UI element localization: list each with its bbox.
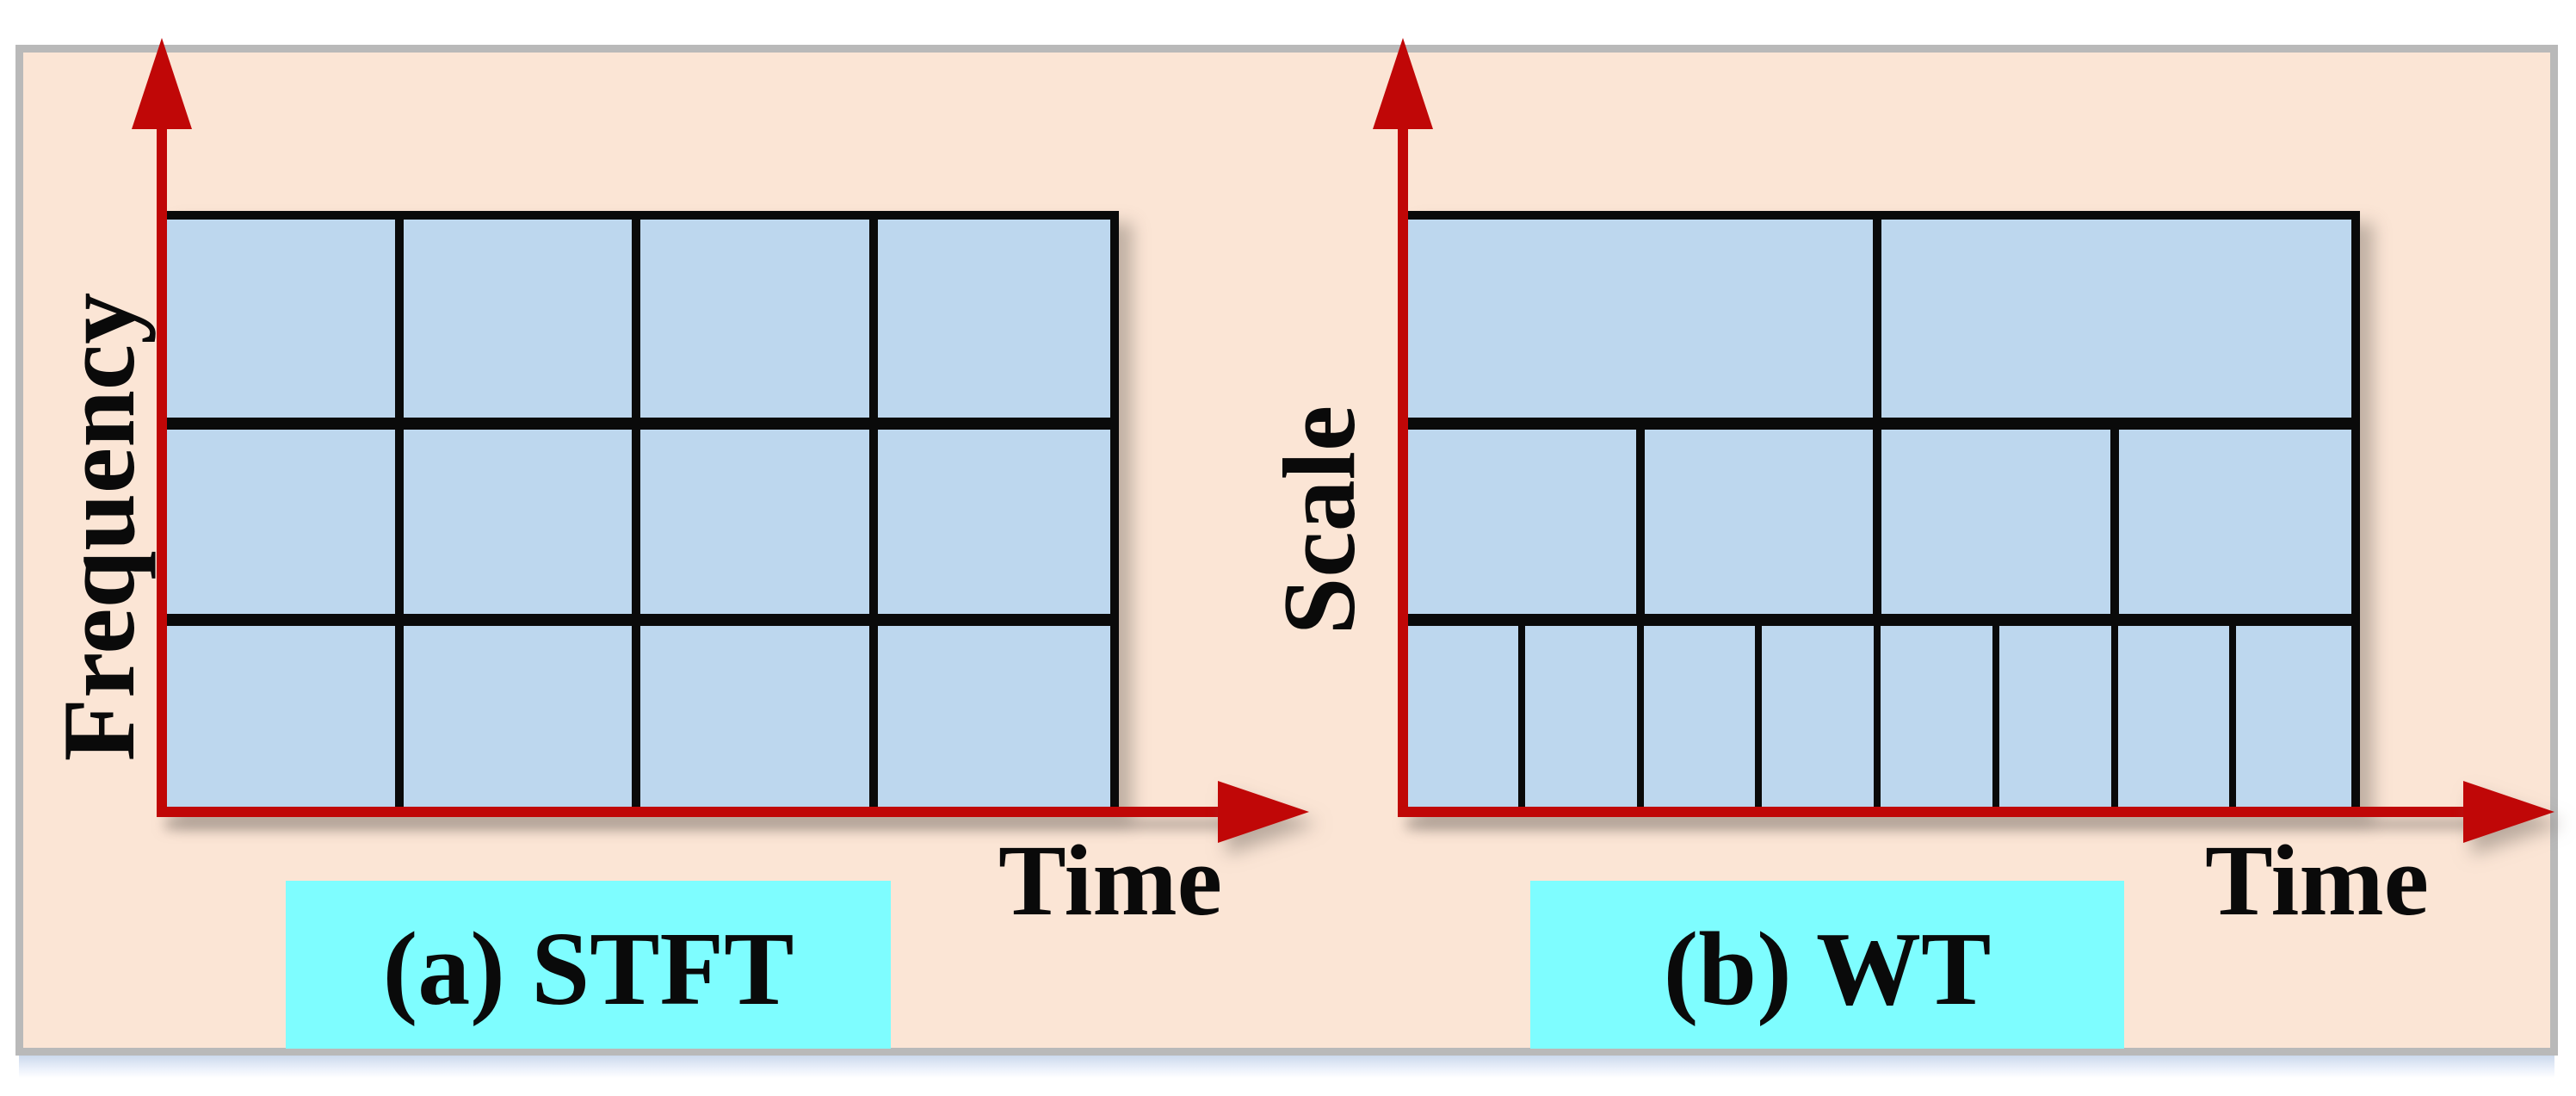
grid-line-vertical	[394, 620, 404, 812]
grid-line-vertical	[632, 424, 640, 621]
grid-line-vertical	[394, 424, 404, 621]
wt-x-axis-arrowhead-icon	[2463, 781, 2554, 843]
frame-reflection	[19, 1056, 2554, 1078]
grid-line-vertical	[1992, 620, 1999, 812]
grid-line-vertical	[868, 424, 878, 621]
grid-line-vertical	[1636, 620, 1644, 812]
grid-line-vertical	[2229, 620, 2237, 812]
stft-caption-text: (a) STFT	[382, 910, 794, 1027]
grid-line-vertical	[868, 620, 878, 812]
grid-line-vertical	[2110, 620, 2118, 812]
stft-y-axis-arrowhead-icon	[132, 38, 192, 129]
grid-line-vertical	[868, 220, 878, 424]
grid-line-horizontal	[162, 614, 1110, 627]
grid-line-horizontal	[162, 418, 1110, 430]
stft-x-axis-arrowhead-icon	[1218, 781, 1309, 843]
grid-line-horizontal	[1403, 614, 2351, 627]
stft-y-axis-line	[157, 86, 167, 817]
grid-line-vertical	[1635, 424, 1645, 621]
grid-line-vertical	[394, 220, 404, 424]
grid-line-vertical	[1873, 424, 1881, 621]
grid-line-vertical	[2110, 424, 2119, 621]
wt-caption-text: (b) WT	[1663, 910, 1992, 1027]
grid-line-vertical	[1755, 620, 1763, 812]
wt-y-axis-line	[1398, 86, 1408, 817]
stft-x-axis-line	[157, 807, 1218, 817]
grid-line-vertical	[1517, 620, 1525, 812]
grid-line-vertical	[1873, 220, 1881, 424]
stft-tiling-grid	[162, 211, 1119, 812]
grid-line-horizontal	[1403, 418, 2351, 430]
wt-caption: (b) WT	[1530, 881, 2124, 1049]
stft-y-axis-label: Frequency	[41, 292, 156, 762]
stft-caption: (a) STFT	[286, 881, 891, 1049]
wt-y-axis-arrowhead-icon	[1373, 38, 1433, 129]
stft-x-axis-label: Time	[998, 824, 1223, 937]
wt-x-axis-line	[1398, 807, 2463, 817]
wt-x-axis-label: Time	[2204, 824, 2430, 937]
grid-line-vertical	[632, 620, 640, 812]
grid-line-vertical	[1874, 620, 1881, 812]
wt-tiling-grid	[1403, 211, 2360, 812]
grid-line-vertical	[632, 220, 640, 424]
